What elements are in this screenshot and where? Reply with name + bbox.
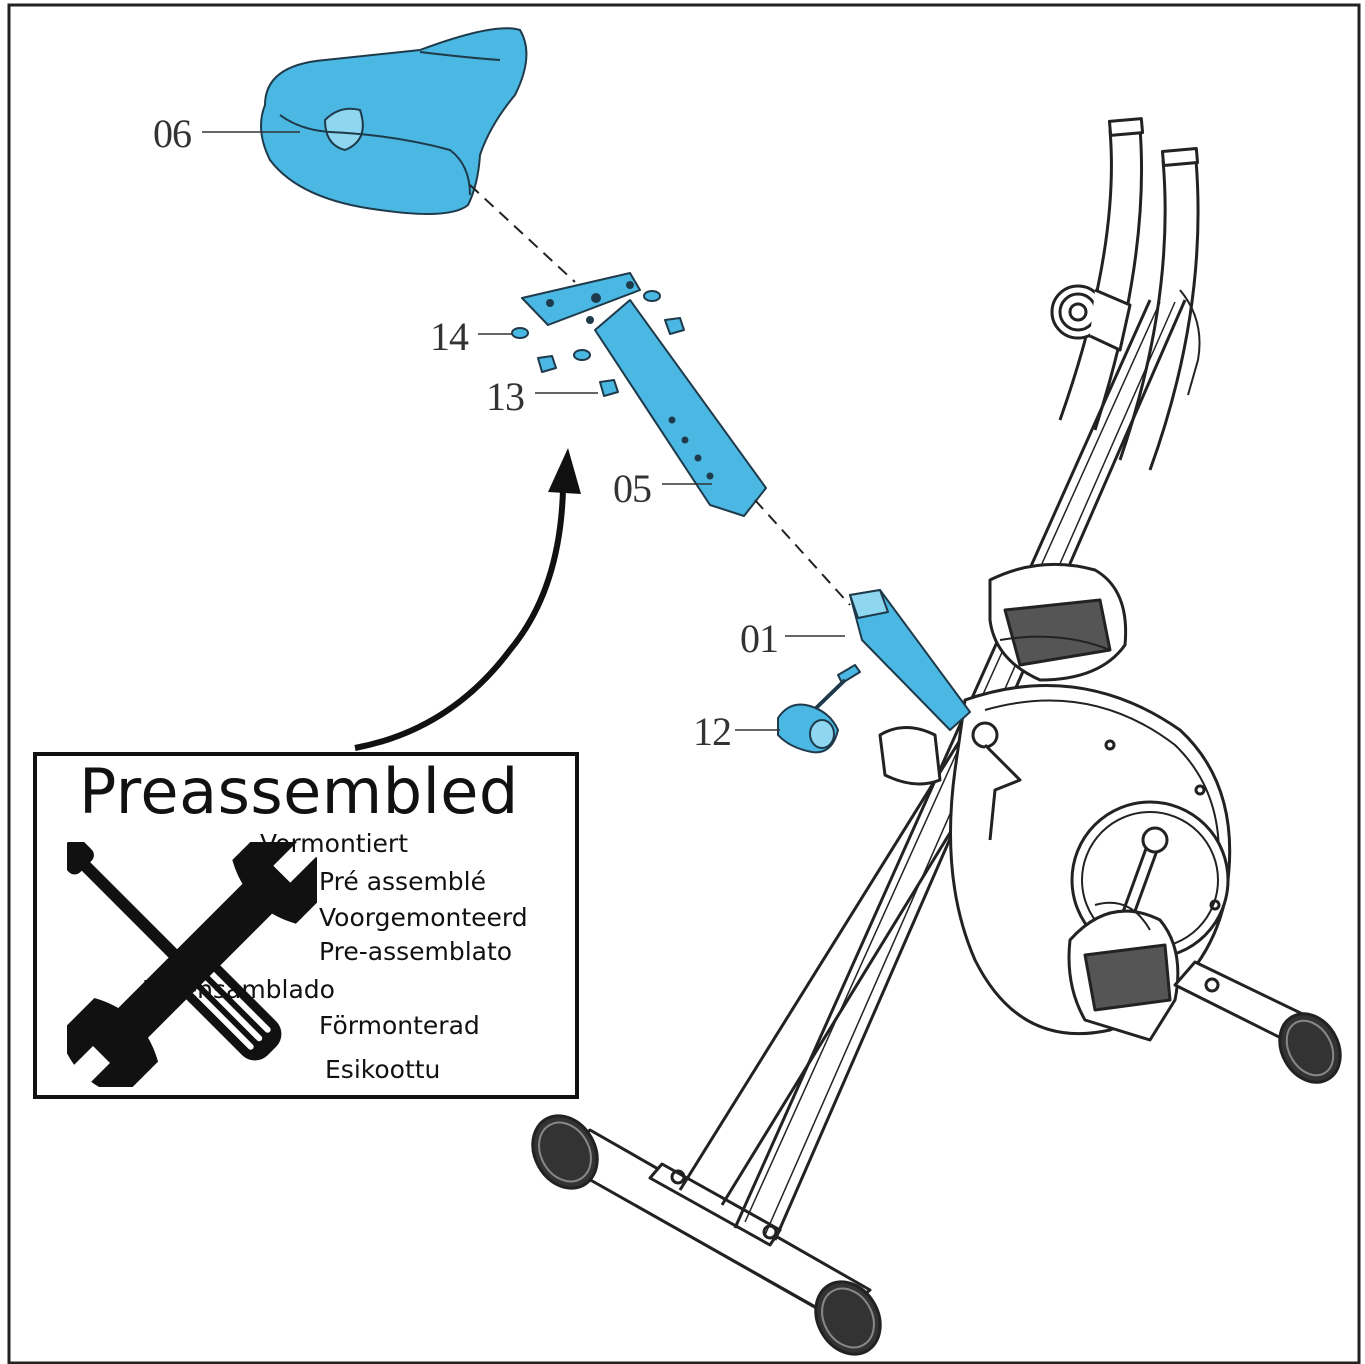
part-label-01: 01 xyxy=(740,616,778,661)
hardware-parts-13-14 xyxy=(511,290,685,397)
part-label-14: 14 xyxy=(430,314,469,359)
leader-lines xyxy=(202,131,845,731)
bike-frame xyxy=(531,117,1342,1356)
rear-stabilizer xyxy=(1173,960,1342,1084)
crank-pedal xyxy=(1067,826,1180,1042)
translation-spanish: Preensamblado xyxy=(142,975,335,1004)
upper-pedal xyxy=(988,562,1128,682)
tension-knob xyxy=(1050,284,1132,352)
translation-swedish: Förmonterad xyxy=(319,1011,480,1040)
highlighted-parts xyxy=(260,27,971,754)
seat-part-06 xyxy=(260,27,528,215)
translation-italian: Pre-assemblato xyxy=(319,937,513,966)
knob-part-12 xyxy=(777,664,861,754)
part-labels: 06 14 13 05 01 12 xyxy=(153,111,779,754)
translation-dutch: Voorgemonteerd xyxy=(319,903,528,932)
preassembled-notice: Preassembled Vormontiert Pré assemblé Vo… xyxy=(33,752,579,1099)
alignment-lines xyxy=(469,184,851,606)
part-label-06: 06 xyxy=(153,111,191,156)
part-label-12: 12 xyxy=(693,709,731,754)
wrench-screwdriver-icon xyxy=(67,842,317,1087)
translation-finnish: Esikoottu xyxy=(325,1055,441,1084)
translation-german: Vormontiert xyxy=(260,829,408,858)
sleeve-part-01 xyxy=(849,589,971,731)
translation-french: Pré assemblé xyxy=(319,867,486,896)
part-label-13: 13 xyxy=(486,374,524,419)
front-stabilizer xyxy=(531,1114,882,1356)
seat-clamp xyxy=(878,721,1022,841)
page-frame xyxy=(7,3,1361,1364)
preassembled-title: Preassembled xyxy=(79,755,519,828)
part-label-05: 05 xyxy=(613,466,651,511)
pointer-arrow xyxy=(354,448,581,751)
seatpost-part-05 xyxy=(521,272,767,517)
